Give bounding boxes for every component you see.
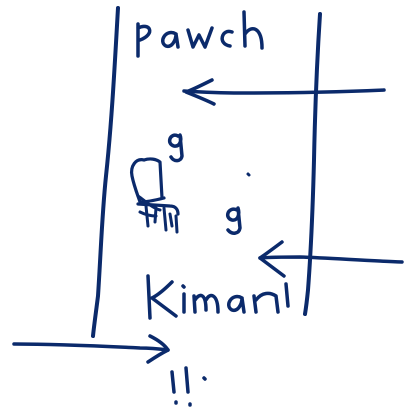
glyph-w bbox=[186, 26, 214, 49]
glyph-i bbox=[181, 284, 186, 314]
box-left-border bbox=[91, 6, 120, 338]
bottom-left-arrow-head bbox=[146, 334, 170, 364]
lower-arrow-shaft bbox=[258, 255, 404, 264]
bottom-left-arrow-shaft bbox=[12, 342, 170, 352]
bottom-left-arrow bbox=[12, 334, 170, 364]
glyph-c bbox=[220, 29, 234, 48]
handwriting-top-word bbox=[136, 10, 264, 58]
glyph-tail bbox=[284, 282, 290, 308]
glyph-h bbox=[242, 10, 264, 50]
mark-dot bbox=[202, 376, 207, 381]
glyph-r bbox=[252, 291, 280, 314]
bottom-mark bbox=[170, 366, 207, 407]
glyph-p bbox=[136, 22, 152, 58]
small-dot bbox=[246, 172, 251, 177]
upper-arrow bbox=[182, 78, 386, 106]
lower-arrow-head bbox=[258, 240, 286, 278]
handwriting-bottom-word bbox=[146, 274, 290, 320]
chair-top bbox=[142, 157, 164, 200]
chair-back bbox=[130, 158, 166, 204]
mark-stroke-2 bbox=[184, 366, 192, 407]
lower-arrow bbox=[258, 240, 404, 278]
glyph-a bbox=[161, 30, 180, 49]
chair-seat bbox=[136, 202, 180, 216]
chair-scribble bbox=[136, 194, 162, 218]
chair-legs bbox=[144, 204, 179, 234]
glyph-m bbox=[192, 293, 220, 314]
glyph-a-bottom bbox=[227, 294, 246, 314]
upper-arrow-head bbox=[184, 78, 216, 106]
glyph-k bbox=[146, 274, 178, 320]
upper-arrow-shaft bbox=[182, 88, 386, 95]
chair-doodle bbox=[130, 157, 180, 234]
glyph-g-lower bbox=[225, 206, 242, 235]
box-right-border bbox=[303, 12, 322, 316]
glyph-g-upper bbox=[167, 133, 184, 163]
mark-stroke-1 bbox=[170, 370, 178, 405]
